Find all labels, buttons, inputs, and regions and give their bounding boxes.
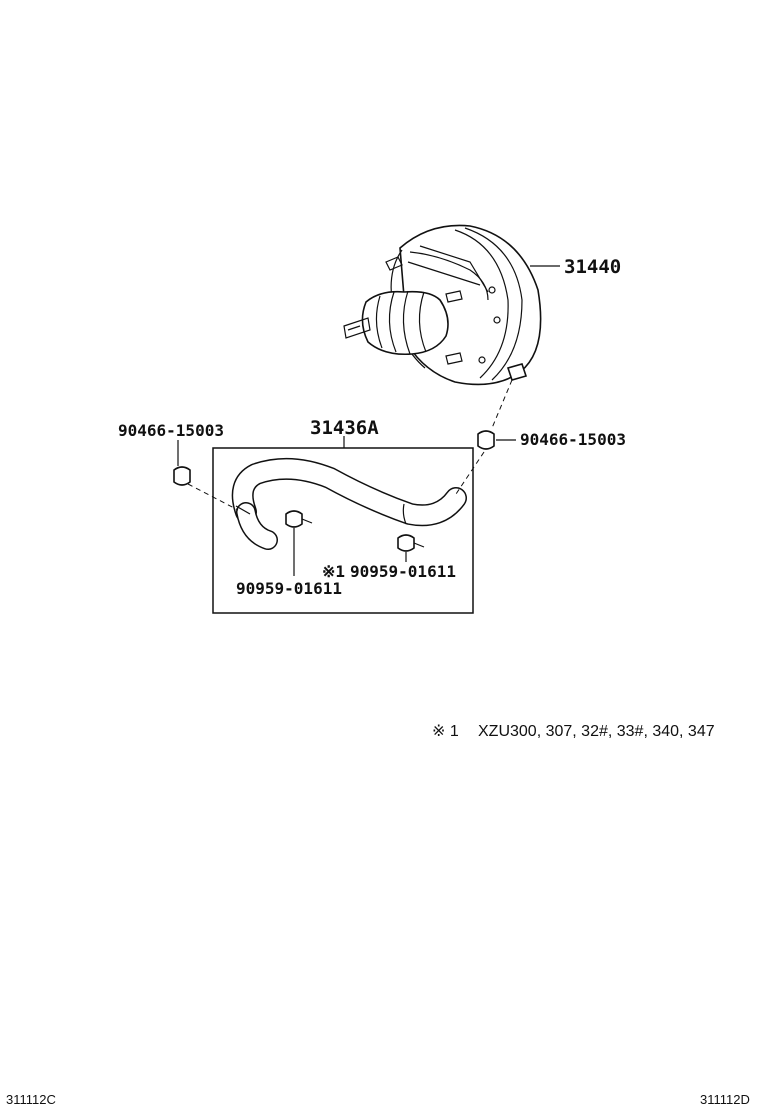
brake-booster-drawing xyxy=(343,224,542,386)
footnote-models: XZU300, 307, 32#, 33#, 340, 347 xyxy=(478,723,715,740)
hose-clamp-right xyxy=(477,430,495,450)
label-31440: 31440 xyxy=(564,256,621,278)
figure-code-left: 311112C xyxy=(6,1092,56,1107)
dashed-clamp-left xyxy=(187,483,239,511)
footnote-mark: ※ 1 xyxy=(432,723,459,740)
label-clip-lower: 90959-01611 xyxy=(236,579,342,598)
hose-clip-lower xyxy=(285,510,313,528)
figure-code-right: 311112D xyxy=(700,1092,750,1107)
label-clamp-right: 90466-15003 xyxy=(520,430,626,449)
dashed-clamp-right-lower xyxy=(455,451,485,495)
hose-clamp-left xyxy=(173,466,191,486)
hose-clip-upper xyxy=(397,534,425,552)
label-clamp-left: 90466-15003 xyxy=(118,421,224,440)
hose-assembly-frame xyxy=(212,447,474,614)
label-clip-upper: 90959-01611 xyxy=(350,562,456,581)
label-31436A: 31436A xyxy=(310,417,379,439)
label-clip-upper-mark: ※1 xyxy=(322,562,345,581)
vacuum-hose-drawing xyxy=(231,457,467,550)
dashed-clamp-right-upper xyxy=(491,379,513,429)
